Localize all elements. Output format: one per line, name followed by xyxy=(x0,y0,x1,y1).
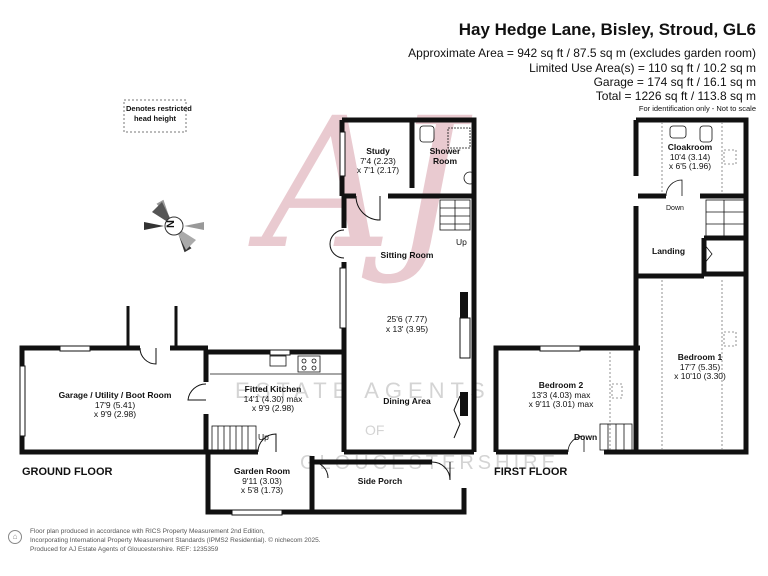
bedroom2-dim2: x 9'11 (3.01) max xyxy=(528,399,594,409)
fireplace xyxy=(460,292,468,318)
kitchen-dim1: 14'1 (4.30) max xyxy=(243,394,303,404)
rics-logo-icon: ⌂ xyxy=(8,530,22,544)
ground-floor-label: GROUND FLOOR xyxy=(22,466,113,478)
watermark-line1: ESTATE AGENTS xyxy=(235,378,491,403)
garage-name: Garage / Utility / Boot Room xyxy=(58,390,172,400)
total-area: Total = 1226 sq ft / 113.8 sq m xyxy=(595,89,756,103)
limited-use-area: Limited Use Area(s) = 110 sq ft / 10.2 s… xyxy=(529,61,756,75)
footer-line1: Floor plan produced in accordance with R… xyxy=(30,528,265,535)
shower-room-name1: Shower xyxy=(429,146,461,156)
approx-area: Approximate Area = 942 sq ft / 87.5 sq m… xyxy=(408,46,756,60)
garden-room-dim2: x 5'8 (1.73) xyxy=(240,485,284,495)
legend-line1: Denotes restricted xyxy=(126,104,192,113)
identification-note: For identification only - Not to scale xyxy=(638,104,756,113)
garden-room-dim1: 9'11 (3.03) xyxy=(242,476,282,486)
stairs-down-label: Down xyxy=(666,205,684,212)
garden-room-name: Garden Room xyxy=(233,466,291,476)
restricted-areas xyxy=(609,122,737,450)
garage-dim1: 17'9 (5.41) xyxy=(94,400,136,410)
fireplace-hearth xyxy=(459,317,471,359)
kitchen-dim2: x 9'9 (2.98) xyxy=(251,403,295,413)
fixtures xyxy=(210,125,477,375)
footer-line2: Incorporating International Property Mea… xyxy=(30,537,321,544)
porch-posts xyxy=(126,306,178,346)
stairs-down-label-2: Down xyxy=(574,432,598,442)
landing-name: Landing xyxy=(652,246,686,256)
bedroom2-name: Bedroom 2 xyxy=(538,380,584,390)
watermark-monogram: AJ xyxy=(262,80,465,289)
garage-area: Garage = 174 sq ft / 16.1 sq m xyxy=(593,75,756,89)
first-fixtures xyxy=(567,125,745,453)
side-porch-name: Side Porch xyxy=(357,476,403,486)
ground-windows xyxy=(19,131,347,516)
study-dim1: 7'4 (2.23) xyxy=(360,156,396,166)
cloakroom-dim1: 10'4 (3.14) xyxy=(669,152,711,162)
cloakroom-name: Cloakroom xyxy=(667,142,713,152)
study-dim2: x 7'1 (2.17) xyxy=(356,165,400,175)
ground-doors xyxy=(139,195,461,481)
chimney-block xyxy=(460,392,468,416)
study-name: Study xyxy=(366,146,390,156)
first-floor-label: FIRST FLOOR xyxy=(494,466,568,478)
dining-area-name: Dining Area xyxy=(383,396,431,406)
garage-dim2: x 9'9 (2.98) xyxy=(93,409,137,419)
footer-line3: Produced for AJ Estate Agents of Glouces… xyxy=(30,546,219,553)
bedroom2-dim1: 13'3 (4.03) max xyxy=(531,390,591,400)
first-windows xyxy=(539,345,581,352)
first-floor-walls xyxy=(493,117,749,455)
compass-icon xyxy=(144,199,204,253)
ground-stairs xyxy=(211,199,471,451)
stairs-up-label-2: Up xyxy=(456,237,467,247)
living-dim1: 25'6 (7.77) xyxy=(386,314,428,324)
property-title: Hay Hedge Lane, Bisley, Stroud, GL6 xyxy=(458,20,756,39)
shower-room-name2: Room xyxy=(432,156,458,166)
kitchen-name: Fitted Kitchen xyxy=(244,384,302,394)
cloakroom-dim2: x 6'5 (1.96) xyxy=(668,161,712,171)
compass-north-label: N xyxy=(164,220,177,228)
stairs-up-label: Up xyxy=(258,432,269,442)
watermark-line2: OF xyxy=(365,422,385,438)
restricted-head-height-legend-box xyxy=(123,99,187,133)
sitting-room-name: Sitting Room xyxy=(380,250,434,260)
bedroom1-dim2: x 10'10 (3.30) xyxy=(674,371,726,381)
legend-line2: head height xyxy=(133,114,177,123)
bedroom1-name: Bedroom 1 xyxy=(677,352,723,362)
bedroom1-dim1: 17'7 (5.35) xyxy=(679,362,721,372)
living-dim2: x 13' (3.95) xyxy=(385,324,429,334)
